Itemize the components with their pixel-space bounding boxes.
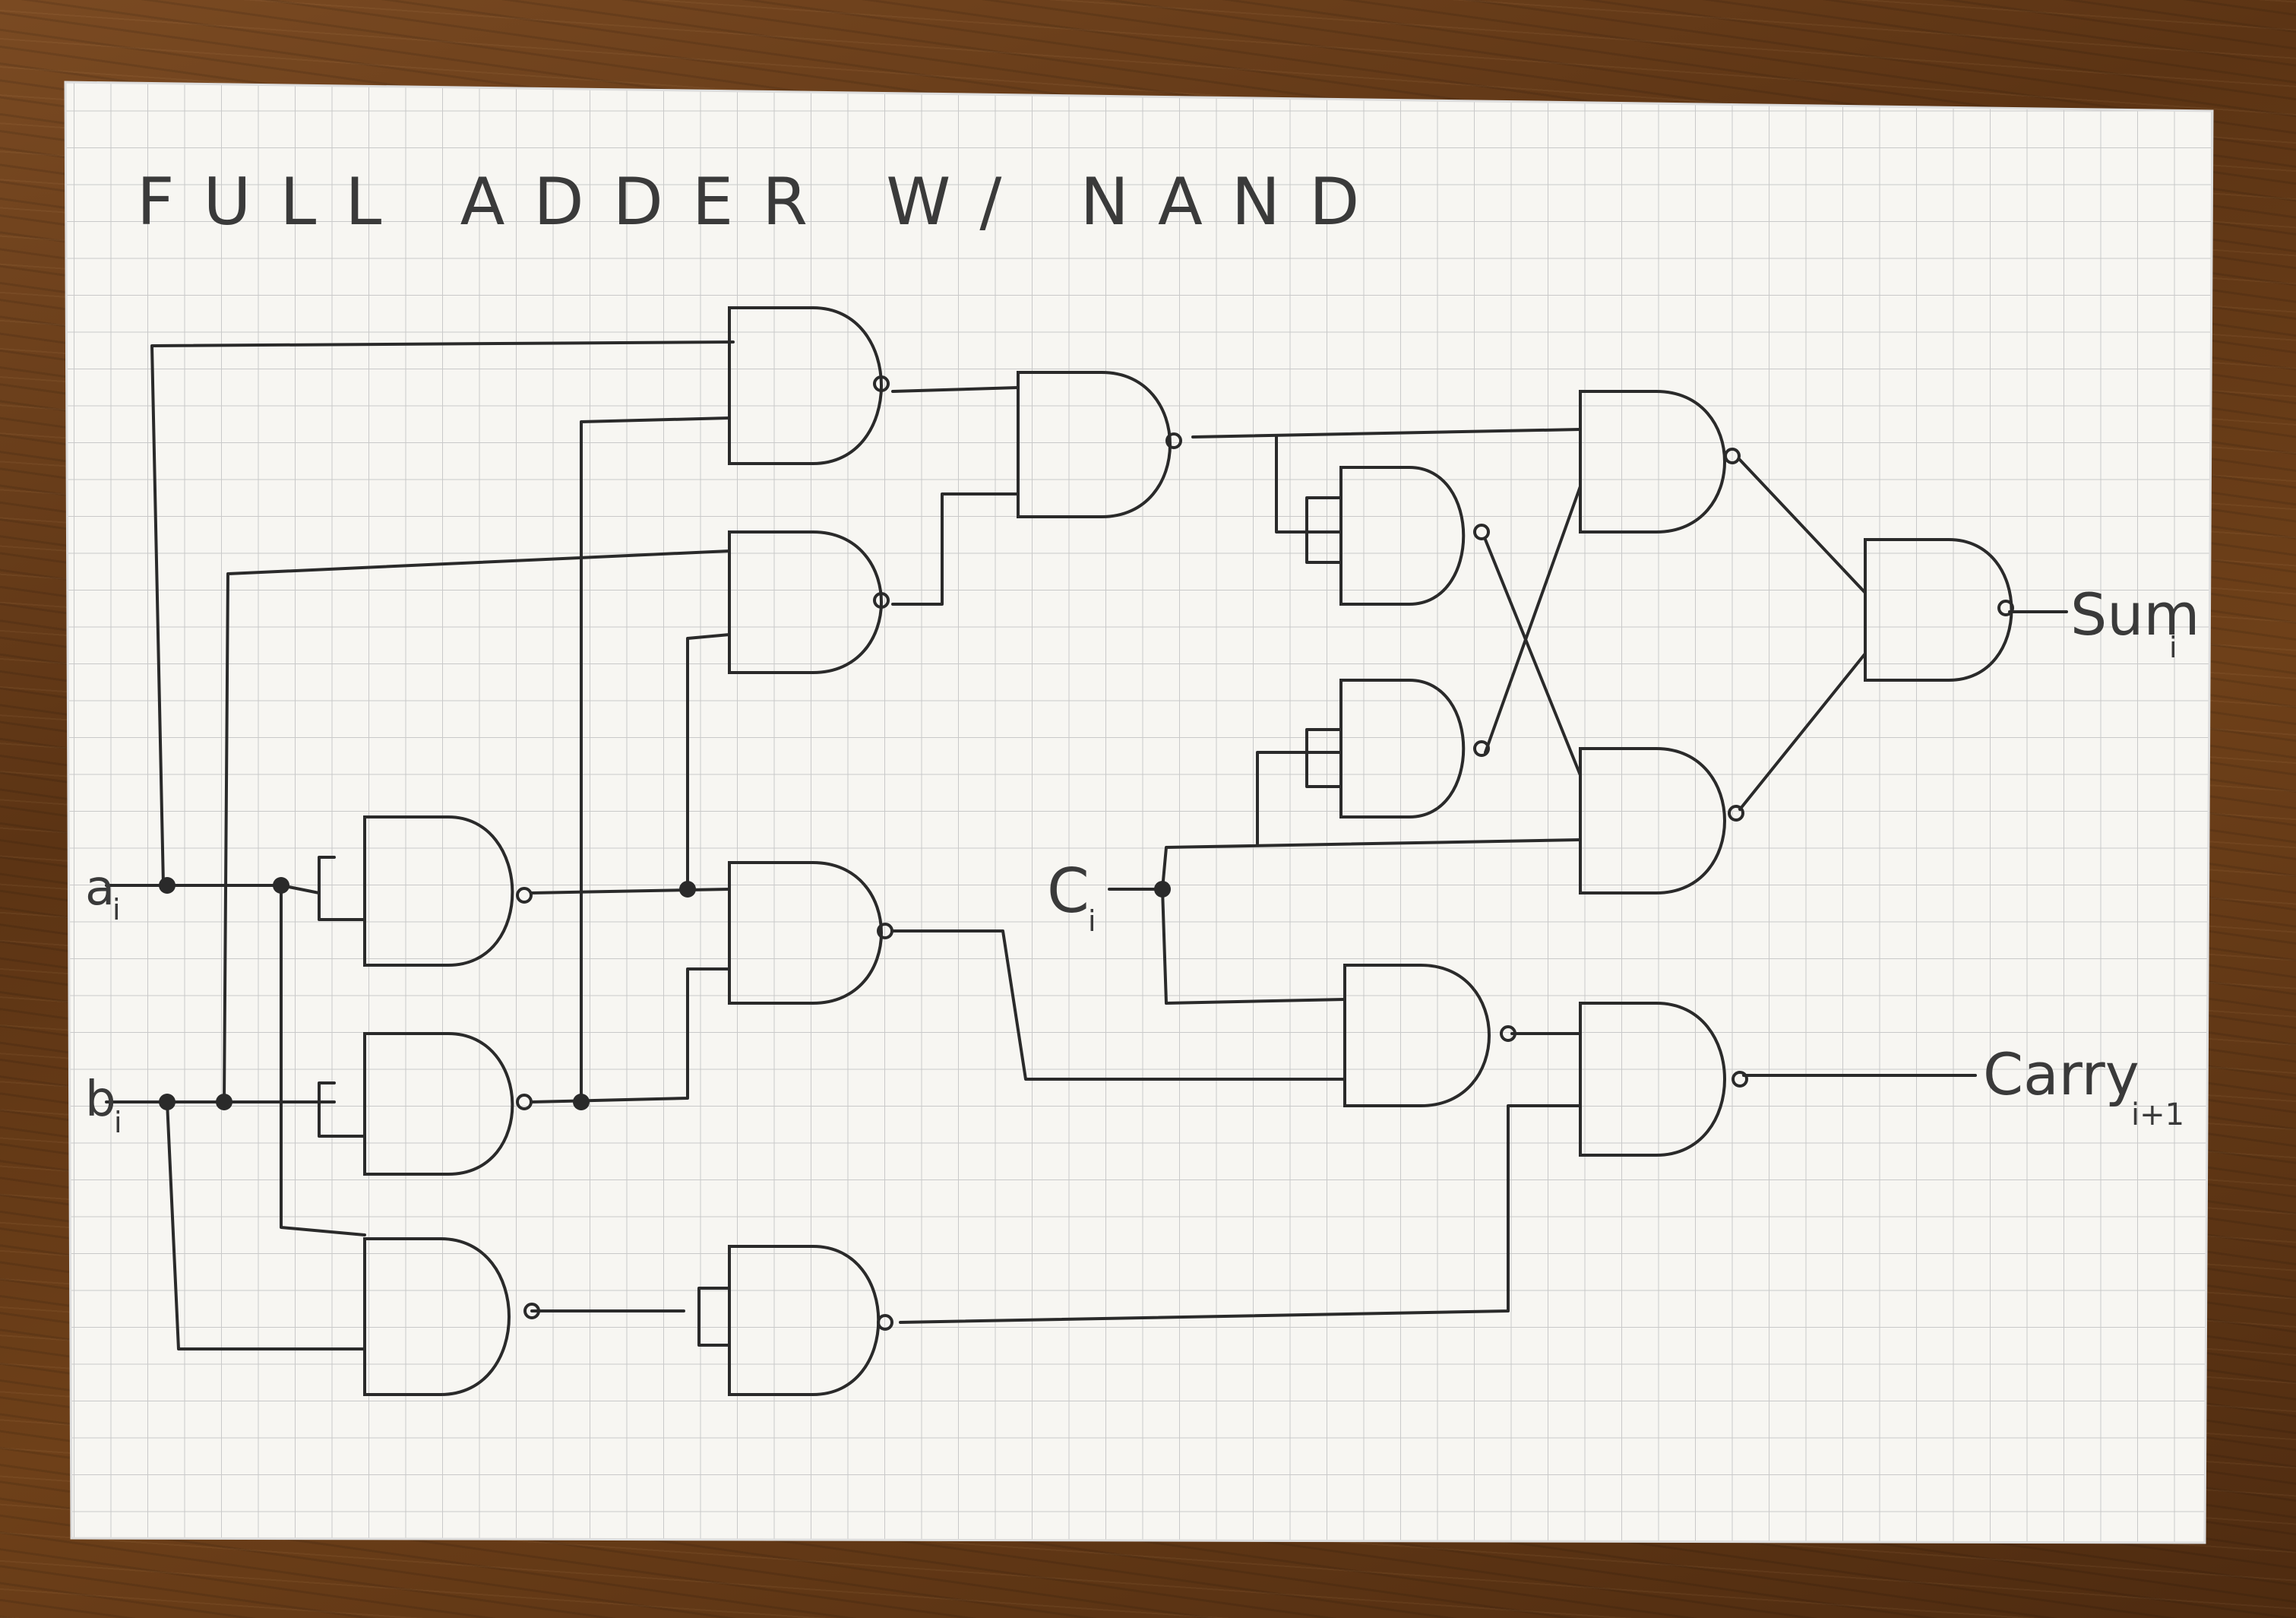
wire-not-b — [530, 967, 731, 1103]
carry-label: Carry — [1983, 1040, 2139, 1108]
junctions — [159, 877, 1171, 1110]
input-c-subscript: i — [1088, 904, 1096, 938]
wire-not-a-up — [686, 633, 731, 891]
sum-subscript: i — [2169, 631, 2177, 664]
wire-bi-down — [166, 1100, 366, 1350]
wire-xor-inv — [1275, 435, 1342, 564]
nand-gate-inv-b — [363, 1032, 533, 1176]
output-label-sum: Sum i — [2070, 581, 2200, 664]
input-c-label: C — [1047, 856, 1089, 926]
wire-not-a — [530, 888, 731, 894]
junction-dot — [159, 877, 176, 894]
input-a-label: a — [85, 860, 115, 917]
junction-dot — [679, 881, 696, 898]
nand-gates — [363, 306, 2014, 1396]
input-b-label: b — [85, 1072, 116, 1128]
nand-gate-sum-bottom — [1579, 747, 1744, 894]
input-label-c: C i — [1047, 856, 1096, 938]
wire-ab-and — [530, 1287, 731, 1347]
nand-gate-inv-xor — [1339, 466, 1490, 606]
input-b-subscript: i — [114, 1106, 122, 1139]
wire-bi-up — [223, 549, 731, 1103]
input-a-subscript: i — [112, 893, 121, 926]
nand-gate-carry-final — [1579, 1002, 1748, 1157]
diagram-title: FULL ADDER W/ NAND — [137, 164, 1388, 240]
nand-gate-1 — [728, 306, 890, 465]
carry-subscript: i+1 — [2131, 1097, 2184, 1132]
nand-gate-ab — [363, 1237, 540, 1396]
wire-ci-up — [1161, 838, 1582, 891]
wire-ci-inv — [1256, 728, 1342, 845]
nand-gate-ab-inv — [728, 1245, 893, 1396]
junction-dot — [273, 877, 289, 894]
wire-cross-2 — [1484, 485, 1582, 754]
nand-gate-carry-1 — [1343, 964, 1516, 1107]
wire-not-b-up — [580, 416, 731, 1103]
nand-gate-inv-ci — [1339, 679, 1490, 818]
junction-dot — [216, 1094, 232, 1110]
wire-sum-top — [1738, 458, 1867, 594]
sum-label: Sum — [2070, 581, 2200, 648]
wire-bi-inv-in — [318, 1081, 366, 1138]
nand-gate-xor-ab — [1017, 371, 1182, 518]
nand-gate-sum-final — [1864, 538, 2014, 682]
output-label-carry: Carry i+1 — [1983, 1040, 2184, 1132]
junction-dot — [573, 1094, 590, 1110]
wire-xor-out — [1191, 428, 1582, 439]
nand-gate-2 — [728, 530, 890, 674]
nand-gate-sum-top — [1579, 390, 1741, 534]
junction-dot — [1154, 881, 1171, 898]
junction-dot — [159, 1094, 176, 1110]
wire-g1-out — [891, 386, 1020, 393]
wire-g2-out — [891, 492, 1020, 606]
input-label-b: b i — [85, 1072, 122, 1139]
input-label-a: a i — [85, 860, 121, 926]
wire-and-to-carry — [899, 1104, 1582, 1324]
wire-ci-down — [1161, 888, 1346, 1005]
nand-gate-3 — [728, 861, 893, 1005]
wire-ab-nand-to-carry — [891, 929, 1346, 1081]
nand-gate-inv-a — [363, 815, 533, 967]
wire-cross-1 — [1484, 538, 1582, 777]
wire-ai-to-nand3 — [280, 884, 366, 1236]
wire-ai-up — [150, 340, 735, 887]
wire-sum-bottom — [1738, 652, 1867, 811]
wires — [105, 340, 2068, 1350]
